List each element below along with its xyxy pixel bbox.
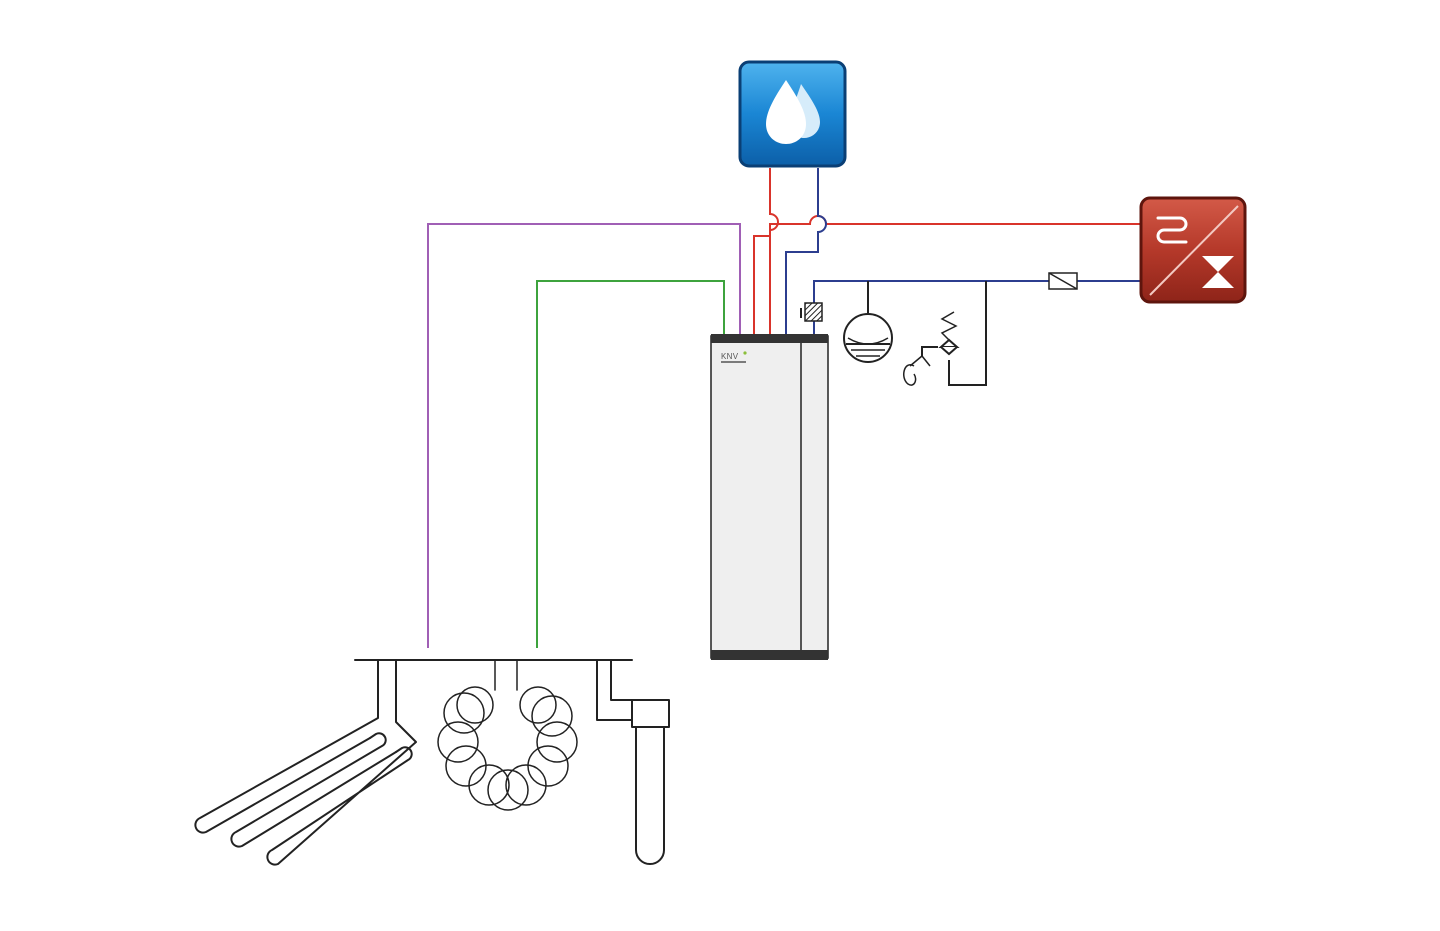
heating-tile: [1139, 196, 1247, 304]
brine-return-pipe: [536, 280, 725, 648]
heat-pump-unit: KNV: [710, 334, 829, 660]
brand-logo: KNV: [721, 352, 739, 361]
dhw-supply-pipe: [753, 168, 779, 334]
radiator-floor-heating-icon: [1156, 216, 1188, 244]
brine-pipes: [427, 223, 741, 648]
spiral-collector: [437, 659, 578, 811]
dhw-return-pipe: [785, 168, 827, 334]
hot-water-tile: [738, 60, 847, 168]
safety-valve-icon: [903, 281, 987, 386]
circulation-pump-icon: [800, 302, 823, 322]
floor-heating-valve-icon: [1202, 256, 1234, 288]
expansion-vessel-icon: [843, 281, 893, 363]
brine-supply-pipe: [427, 223, 741, 648]
horizontal-collector: [194, 659, 417, 866]
vertical-borehole-probe: [596, 659, 670, 865]
water-drops-icon: [766, 80, 820, 144]
ground-collectors: [194, 659, 670, 866]
brand-logo-dot: [743, 351, 747, 355]
heating-supply-pipe: [769, 215, 1140, 334]
dirt-filter-icon: [1048, 272, 1078, 290]
